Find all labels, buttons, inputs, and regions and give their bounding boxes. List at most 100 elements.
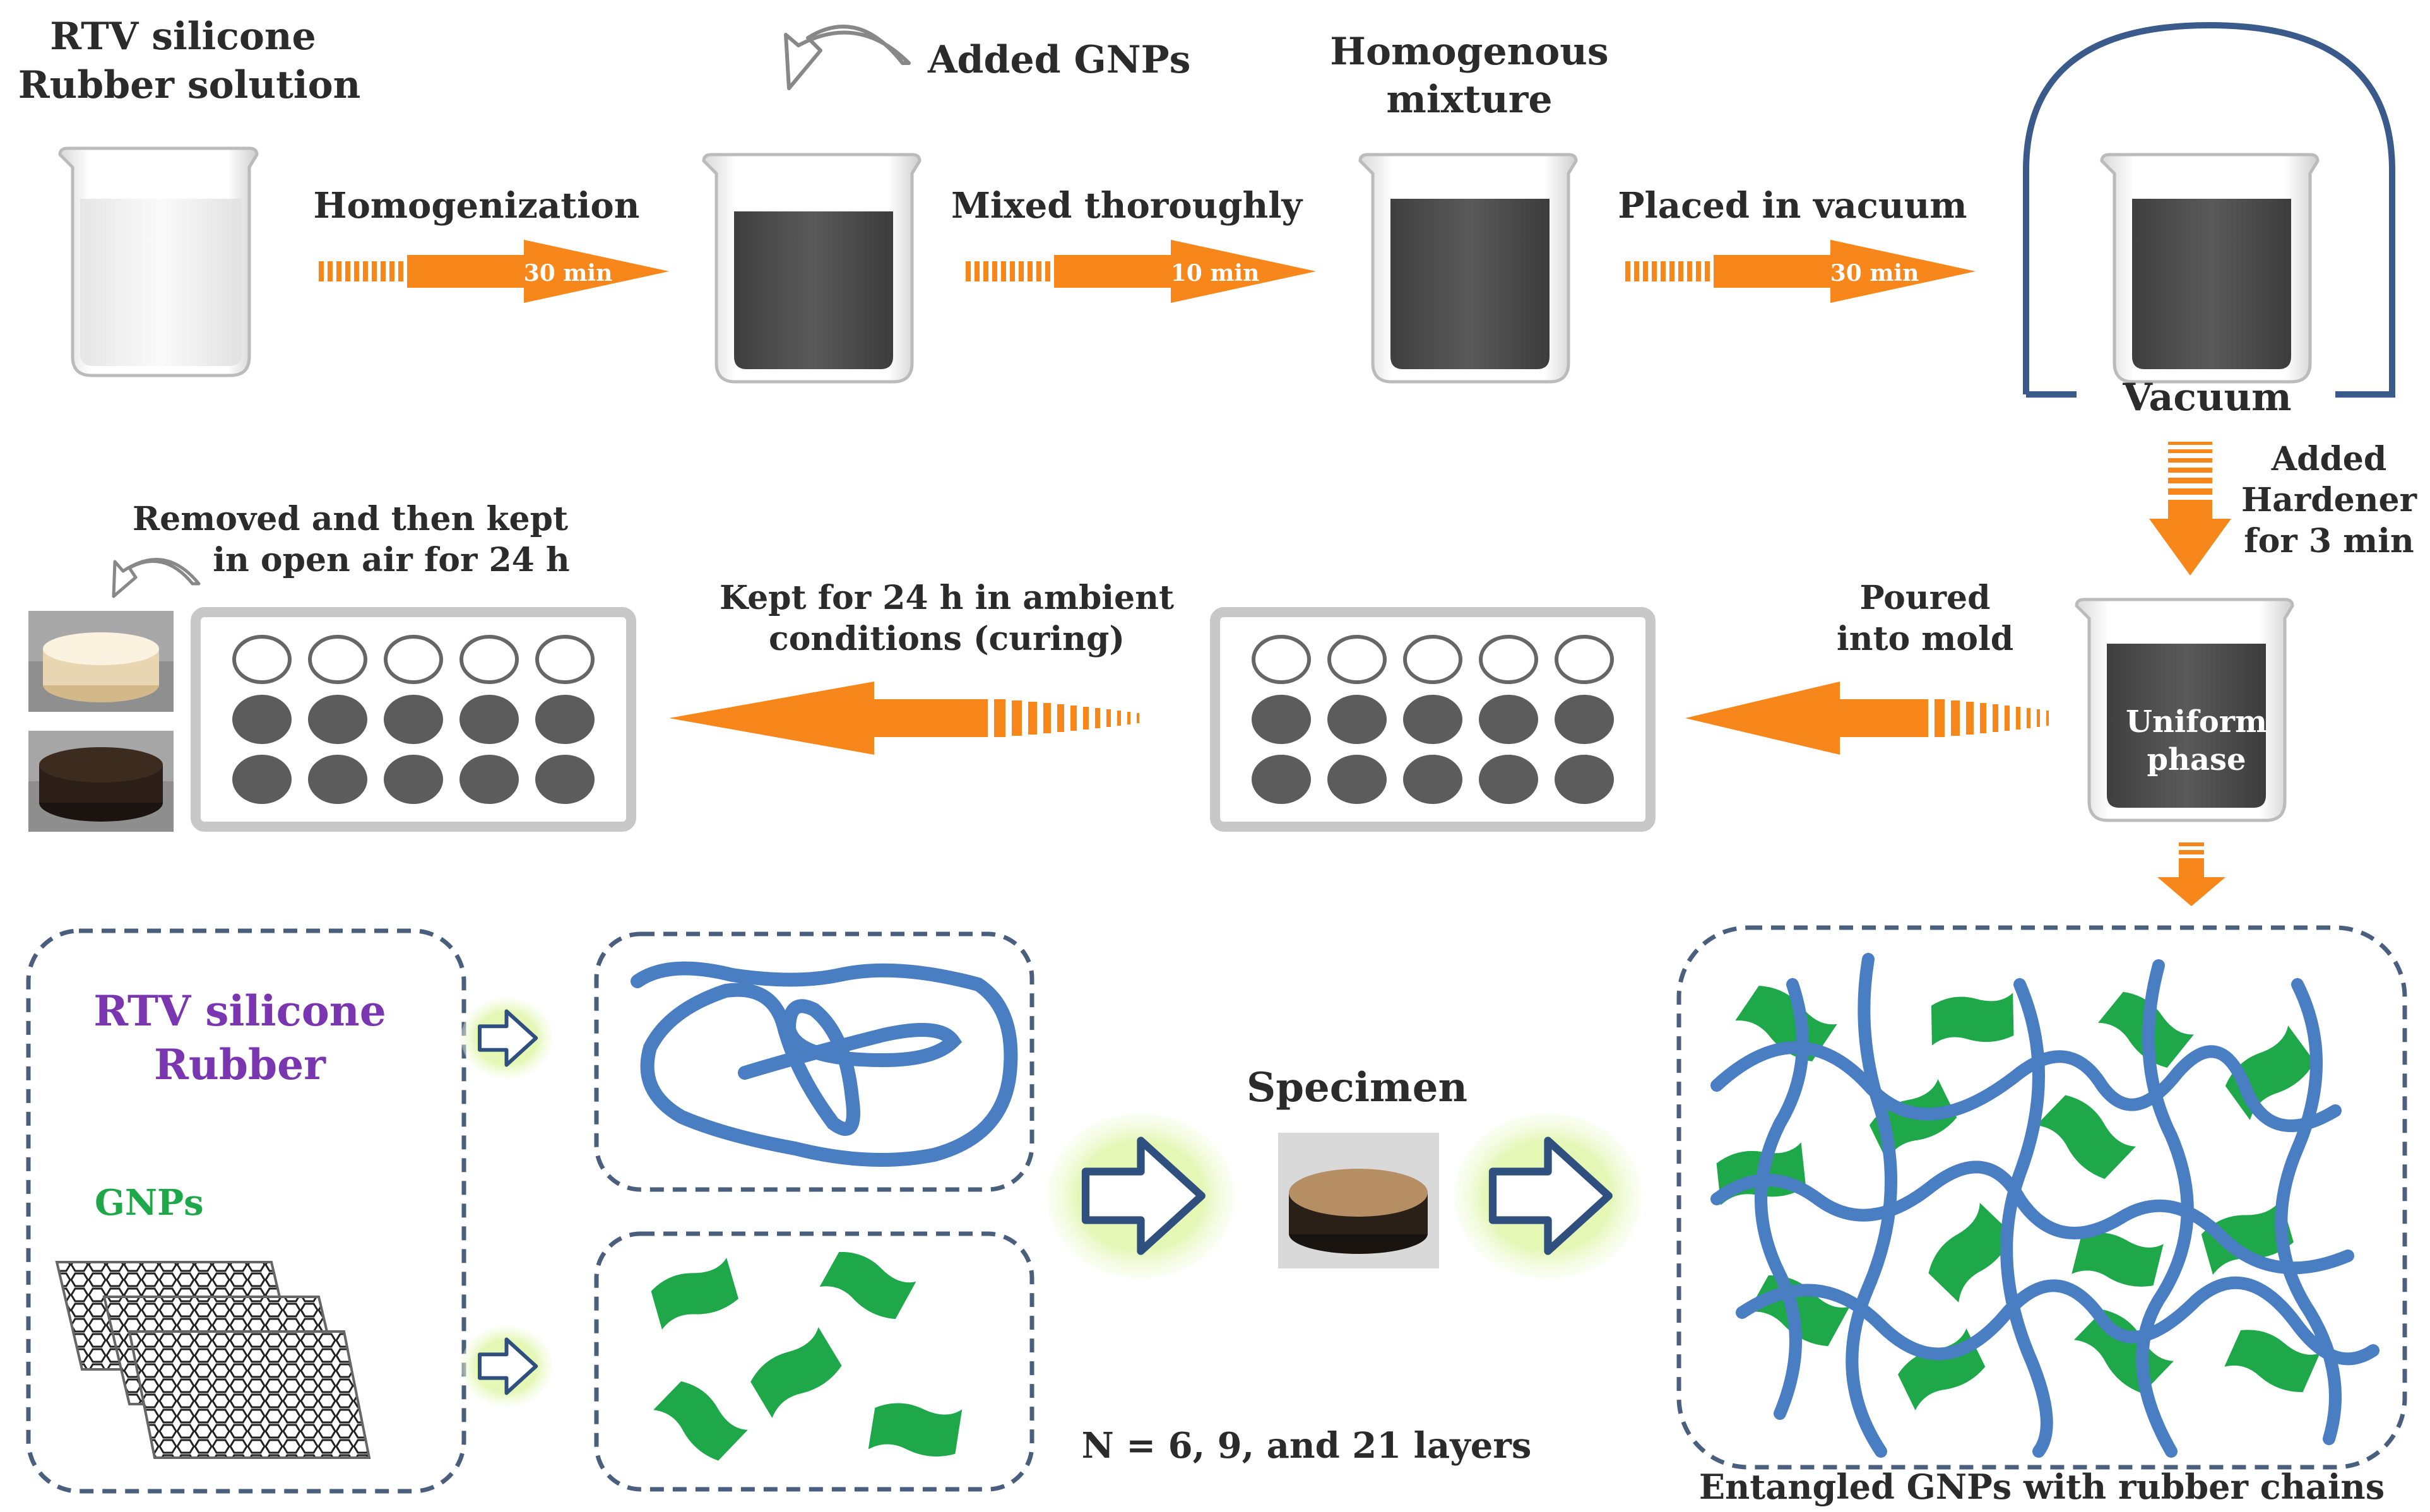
mold-cell-empty — [1252, 635, 1311, 684]
mold-cell-filled — [459, 695, 519, 744]
specimen-photo — [1278, 1133, 1439, 1268]
entangled-label: Entangled GNPs with rubber chains — [1699, 1467, 2385, 1507]
removed-label-2: in open air for 24 h — [213, 541, 569, 579]
curing-label-1: Kept for 24 h in ambient — [720, 579, 1174, 617]
curved-arrow-small-icon — [112, 558, 201, 598]
mold-cell-filled — [1555, 695, 1614, 744]
graphene-sheets — [55, 1261, 371, 1459]
gnp-flake — [2201, 1198, 2294, 1275]
gnp-flake — [2073, 1309, 2174, 1394]
mold-cell-filled — [1403, 755, 1462, 804]
entangled-chains — [1710, 953, 2380, 1458]
step-duration-2: 10 min — [1171, 260, 1260, 286]
homogenous-title-2: mixture — [1386, 78, 1552, 122]
mold-cell-filled — [459, 755, 519, 804]
beaker-uniform-phase — [2075, 598, 2294, 822]
mold-cell-filled — [1479, 695, 1538, 744]
step-label-2: Mixed thoroughly — [951, 185, 1303, 227]
hollow-arrow-entangled — [1454, 1113, 1642, 1279]
gnp-flake — [750, 1327, 842, 1418]
gnp-flake — [1931, 993, 2014, 1046]
mold-cell-empty — [1403, 635, 1462, 684]
hardener-label-2: Hardener — [2241, 481, 2417, 519]
removed-label-1: Removed and then kept — [133, 500, 568, 538]
mold-cell-filled — [308, 695, 367, 744]
rtv-solution-title-2: Rubber solution — [18, 63, 360, 107]
gnps-flake-box — [594, 1231, 1034, 1492]
step-duration-3: 30 min — [1830, 260, 1919, 286]
rtv-rubber-label-2: Rubber — [154, 1040, 326, 1089]
beaker-rtv-solution — [58, 146, 259, 377]
mold-cell-filled — [1252, 755, 1311, 804]
curved-arrow-icon — [784, 25, 911, 90]
poured-label-2: into mold — [1837, 620, 2013, 658]
rtv-rubber-label-1: RTV silicone — [93, 986, 386, 1036]
mold-cell-filled — [1479, 755, 1538, 804]
hardener-label-1: Added — [2271, 440, 2387, 478]
arrow-curing — [669, 682, 1139, 755]
gnp-flake — [651, 1258, 738, 1330]
mold-cell-filled — [232, 695, 292, 744]
mold-cell-empty — [1327, 635, 1387, 684]
materials-box — [26, 928, 466, 1494]
gnp-flake — [1928, 1202, 2013, 1303]
rubber-chain — [631, 961, 1018, 1167]
mold-cell-filled — [535, 695, 595, 744]
mold-left — [191, 607, 636, 832]
mold-cell-empty — [384, 635, 443, 684]
hollow-arrow-gnps — [461, 1326, 552, 1407]
step-label-3: Placed in vacuum — [1618, 185, 1967, 227]
layers-label: N = 6, 9, and 21 layers — [1082, 1425, 1532, 1467]
rubber-chain-box — [594, 931, 1034, 1192]
uniform-label-2: phase — [2147, 742, 2246, 777]
mold-cell-filled — [384, 755, 443, 804]
step-arrow-3: Placed in vacuum 30 min — [1618, 185, 1976, 303]
arrow-down-small — [2157, 842, 2226, 906]
gnps-label: GNPs — [95, 1182, 204, 1224]
gnp-flake — [2224, 1330, 2320, 1393]
gnp-flake — [653, 1381, 748, 1461]
mold-cell-filled — [1252, 695, 1311, 744]
specimen-photo-light — [28, 611, 174, 712]
mold-cell-empty — [232, 635, 292, 684]
poured-label-1: Poured — [1859, 579, 1990, 617]
gnp-flake — [1735, 986, 1837, 1062]
specimen-label: Specimen — [1247, 1064, 1467, 1111]
step-arrow-1: Homogenization 30 min — [314, 185, 669, 303]
mold-cell-empty — [535, 635, 595, 684]
step-arrows: Homogenization 30 min Mixed thoroughly 10 m… — [314, 185, 1976, 303]
step-label-1: Homogenization — [314, 185, 640, 227]
arrow-poured — [1685, 682, 2049, 755]
mold-cell-filled — [1403, 695, 1462, 744]
step-duration-1: 30 min — [524, 260, 613, 286]
gnps-flakes — [651, 1251, 963, 1461]
beaker-homogenous — [1358, 153, 1578, 384]
step-arrow-2: Mixed thoroughly 10 min — [951, 185, 1316, 303]
hollow-arrows — [461, 998, 1642, 1407]
mold-cell-filled — [1327, 755, 1387, 804]
mold-cell-empty — [308, 635, 367, 684]
mold-cell-filled — [1555, 755, 1614, 804]
entangled-box — [1676, 925, 2407, 1470]
hardener-arrow — [2149, 442, 2231, 576]
homogenous-title-1: Homogenous — [1330, 30, 1608, 74]
mold-right — [1210, 607, 1656, 832]
mold-cell-filled — [535, 755, 595, 804]
mold-cell-filled — [384, 695, 443, 744]
mold-cell-filled — [308, 755, 367, 804]
vacuum-chamber — [2023, 21, 2395, 398]
vacuum-label: Vacuum — [2122, 375, 2291, 420]
mold-cell-filled — [1327, 695, 1387, 744]
curing-label-2: conditions (curing) — [769, 620, 1125, 658]
added-gnps-label: Added GNPs — [927, 38, 1190, 82]
hardener-label-3: for 3 min — [2244, 522, 2414, 560]
gnp-flake — [2036, 1095, 2137, 1179]
gnp-flake — [868, 1403, 963, 1457]
beaker-vacuum — [2100, 153, 2320, 384]
specimen-photo-dark — [28, 731, 174, 832]
mold-cell-empty — [1555, 635, 1614, 684]
uniform-label-1: Uniform — [2126, 704, 2267, 740]
gnp-flake — [819, 1251, 916, 1320]
mold-cell-empty — [1479, 635, 1538, 684]
